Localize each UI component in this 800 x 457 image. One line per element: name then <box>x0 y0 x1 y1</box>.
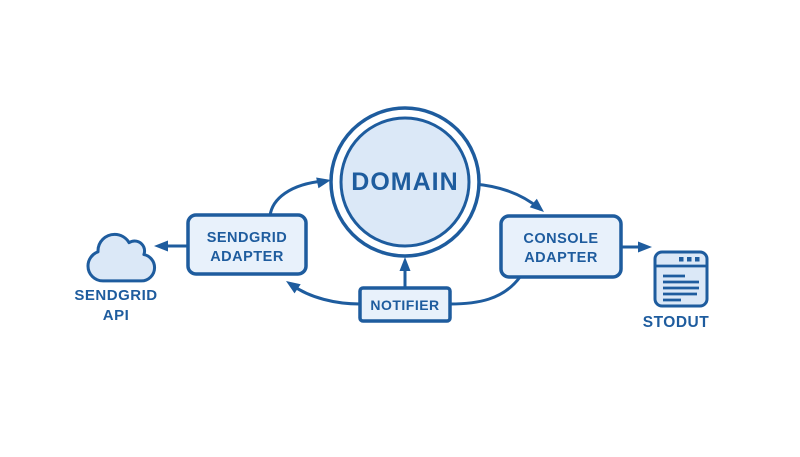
node-sendgrid-adapter: SENDGRID ADAPTER <box>186 213 308 276</box>
notifier-box <box>358 286 452 323</box>
node-sendgrid-api: SENDGRID API <box>74 232 157 324</box>
node-domain: DOMAIN <box>329 106 481 258</box>
console-adapter-label-line1: CONSOLE <box>523 231 598 247</box>
sendgrid-adapter-label-line1: SENDGRID <box>207 230 288 246</box>
arrowhead-icon <box>316 177 331 189</box>
arrow-sendgrid-adapter-to-domain <box>268 177 331 218</box>
arrow-domain-to-console-adapter <box>472 182 544 212</box>
console-adapter-box <box>499 214 623 279</box>
arrowhead-icon <box>154 240 168 252</box>
arrow-notifier-to-domain <box>399 257 411 290</box>
arrow-notifier-to-sendgrid-adapter <box>286 281 362 306</box>
node-stdout: STODUT <box>643 250 709 331</box>
arrowhead-icon <box>638 241 652 253</box>
node-notifier: NOTIFIER <box>358 286 452 323</box>
sendgrid-api-label-line2: API <box>103 307 130 324</box>
arrowhead-icon <box>529 198 544 212</box>
arrowhead-icon <box>399 257 411 271</box>
domain-inner-circle <box>339 116 471 248</box>
arrow-console-adapter-to-stdout <box>619 241 652 253</box>
connectors <box>154 177 652 306</box>
stdout-label: STODUT <box>643 314 709 331</box>
node-console-adapter: CONSOLE ADAPTER <box>499 214 623 279</box>
arrow-sendgrid-adapter-to-cloud <box>154 240 190 252</box>
line-notifier-to-console-adapter <box>448 275 522 306</box>
sendgrid-adapter-box <box>186 213 308 276</box>
browser-window-icon <box>653 250 709 308</box>
domain-label: DOMAIN <box>351 168 458 196</box>
sendgrid-adapter-label-line2: ADAPTER <box>210 249 284 265</box>
sendgrid-api-label-line1: SENDGRID <box>74 287 157 304</box>
console-adapter-label-line2: ADAPTER <box>524 250 598 266</box>
cloud-icon <box>86 232 157 283</box>
notifier-label: NOTIFIER <box>370 297 439 313</box>
arrowhead-icon <box>286 281 301 294</box>
